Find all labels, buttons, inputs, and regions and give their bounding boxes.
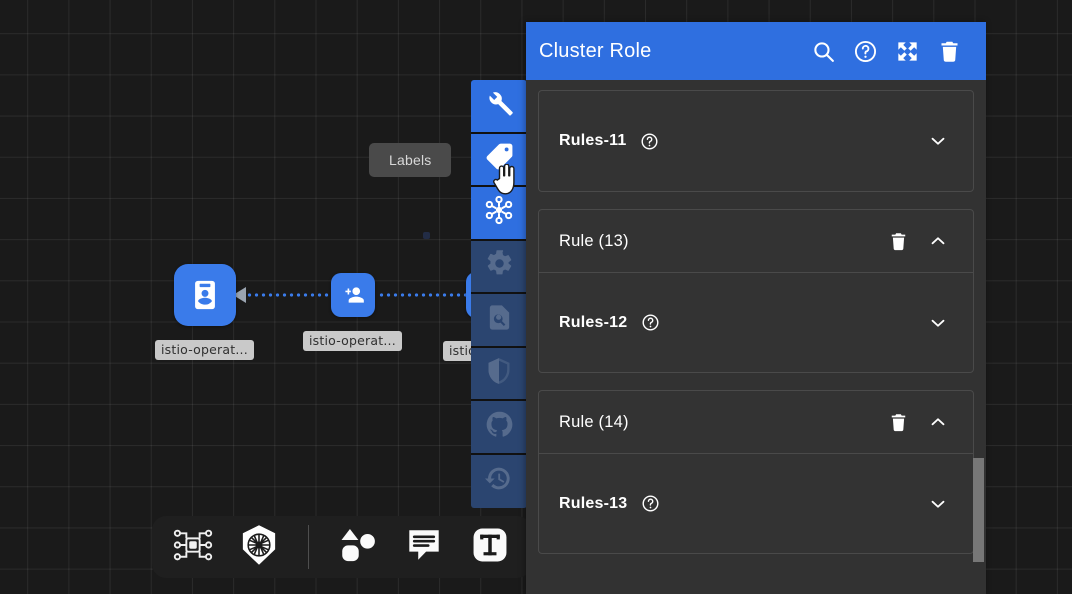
graph-node-service-account[interactable] <box>174 264 236 326</box>
chevron-up-icon[interactable] <box>923 407 953 437</box>
toolbar-separator <box>308 525 309 569</box>
rule-label: Rule (14) <box>559 412 629 431</box>
toolbar-button-comment[interactable] <box>401 524 447 570</box>
history-icon <box>484 464 514 498</box>
shapes-icon <box>336 523 380 572</box>
toolbar-button-text[interactable] <box>467 524 513 570</box>
toolbar-button-logs[interactable] <box>471 294 527 348</box>
service-account-icon <box>188 278 222 312</box>
search-icon[interactable] <box>802 30 844 72</box>
rule-label: Rule (13) <box>559 231 629 250</box>
chevron-up-icon[interactable] <box>923 226 953 256</box>
document-search-icon <box>485 303 514 337</box>
toolbar-button-wrench[interactable] <box>471 80 527 134</box>
graph-node-label: istio-operat... <box>155 340 254 360</box>
help-icon[interactable] <box>640 494 660 514</box>
graph-edge-arrowhead <box>233 287 246 303</box>
rule-header-row[interactable]: Rule (13) <box>539 210 973 272</box>
github-icon <box>485 410 514 444</box>
panel-header: Cluster Role <box>526 22 986 80</box>
rule-card: Rule (14) Rules-13 <box>538 390 974 554</box>
toolbar-button-topology[interactable] <box>471 187 527 241</box>
rules-label: Rules-11 <box>559 132 627 149</box>
graph-particle-dot <box>423 232 430 239</box>
gear-icon <box>485 249 514 283</box>
help-icon[interactable] <box>639 131 659 151</box>
toolbar-button-infrastructure[interactable] <box>170 524 216 570</box>
help-icon[interactable] <box>844 30 886 72</box>
tag-icon <box>484 141 515 177</box>
chevron-down-icon[interactable] <box>923 126 953 156</box>
graph-edge-n2-n1 <box>246 293 342 297</box>
shield-icon <box>485 357 513 390</box>
panel-scrollbar[interactable] <box>973 80 984 594</box>
expand-icon[interactable] <box>886 30 928 72</box>
delete-icon[interactable] <box>883 226 913 256</box>
rules-card: Rules-11 <box>538 90 974 192</box>
group-add-icon <box>340 282 366 308</box>
rules-row[interactable]: Rules-12 <box>539 272 973 372</box>
rules-label: Rules-13 <box>559 494 628 512</box>
toolbar-button-security[interactable] <box>471 347 527 401</box>
toolbar-button-source[interactable] <box>471 401 527 455</box>
graph-edge-n3-n2 <box>378 293 473 297</box>
chip-network-icon <box>172 524 214 571</box>
toolbar-button-settings[interactable] <box>471 240 527 294</box>
rule-card: Rule (13) Rules-12 <box>538 209 974 373</box>
rules-row[interactable]: Rules-13 <box>539 453 973 553</box>
rule-header-row[interactable]: Rule (14) <box>539 391 973 453</box>
panel-title: Cluster Role <box>539 39 652 62</box>
help-icon[interactable] <box>640 313 660 333</box>
toolbar-button-history[interactable] <box>471 454 527 508</box>
delete-icon[interactable] <box>883 407 913 437</box>
scrollbar-thumb[interactable] <box>973 458 984 562</box>
toolbar-button-shapes[interactable] <box>335 524 381 570</box>
delete-icon[interactable] <box>928 30 970 72</box>
graph-node-group[interactable] <box>331 273 375 317</box>
rules-label: Rules-12 <box>559 313 628 331</box>
chevron-down-icon[interactable] <box>923 308 953 338</box>
vertical-toolbar <box>471 80 527 508</box>
comment-icon <box>403 524 445 571</box>
toolbar-button-labels[interactable] <box>471 133 527 187</box>
cluster-role-panel: Cluster Role <box>526 22 986 594</box>
toolbar-button-kubernetes[interactable] <box>236 524 282 570</box>
wrench-icon <box>485 89 514 123</box>
chevron-down-icon[interactable] <box>923 489 953 519</box>
panel-body[interactable]: Rules-11 <box>526 80 986 594</box>
rules-row[interactable]: Rules-11 <box>539 91 973 191</box>
hub-icon <box>484 195 514 230</box>
kubernetes-icon <box>237 523 281 572</box>
graph-node-label: istio-operat... <box>303 331 402 351</box>
labels-tooltip: Labels <box>369 143 452 177</box>
bottom-toolbar <box>152 516 531 578</box>
text-tool-icon <box>469 524 511 571</box>
